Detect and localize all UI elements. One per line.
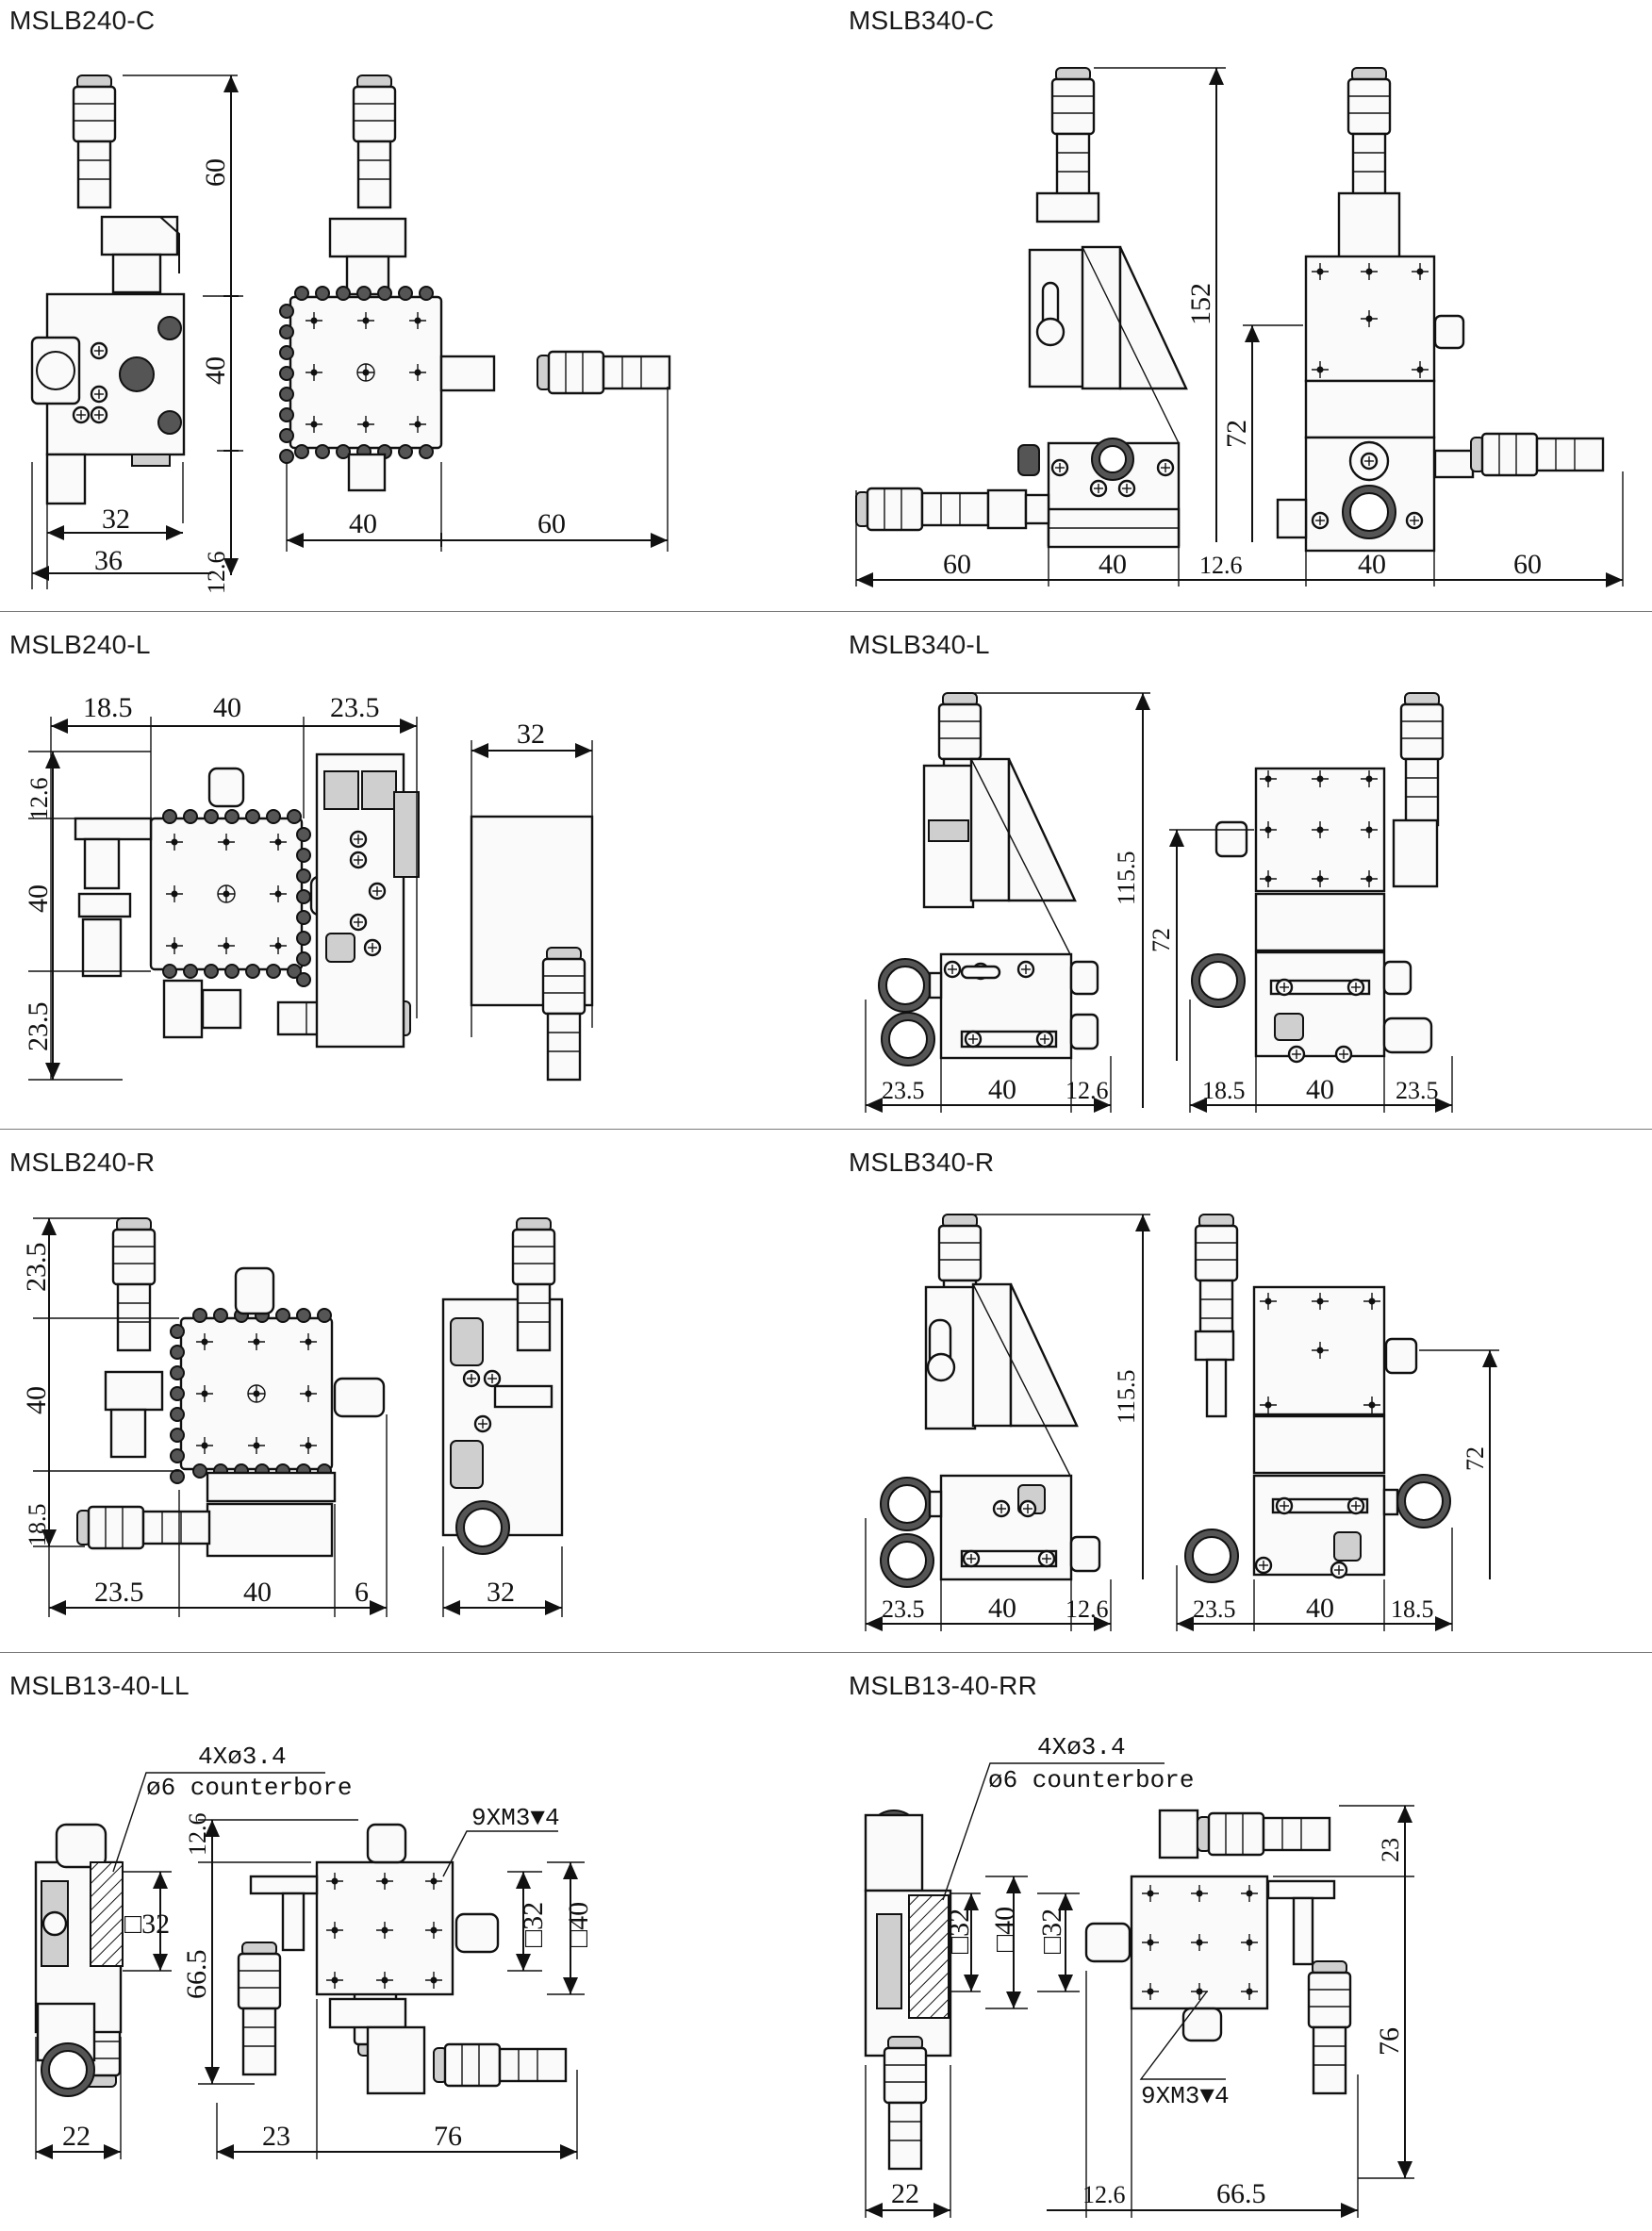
dim-text: 23.5 bbox=[330, 692, 380, 723]
dim-text: 12.6 bbox=[1066, 1077, 1109, 1104]
note-text: ø6 counterbore bbox=[988, 1766, 1194, 1794]
dim-text: □40 bbox=[563, 1902, 594, 1947]
dim-text: □32 bbox=[518, 1902, 549, 1947]
dim-text: 23.5 bbox=[882, 1077, 925, 1104]
dim-text: 12.6 bbox=[184, 1813, 211, 1857]
panel-title-mslb340-r: MSLB340-R bbox=[849, 1148, 995, 1177]
dim-text: 40 bbox=[21, 1386, 52, 1414]
dim-text: 23.5 bbox=[21, 1243, 52, 1293]
dim-text: 12.6 bbox=[1082, 2181, 1126, 2208]
dim-text: 40 bbox=[988, 1593, 1016, 1624]
dim-text: 32 bbox=[487, 1577, 515, 1608]
panel-title-mslb13-40-ll: MSLB13-40-LL bbox=[9, 1671, 190, 1700]
dim-text: 12.6 bbox=[203, 552, 230, 595]
dim-text: 22 bbox=[891, 2178, 919, 2209]
dim-text: □32 bbox=[1036, 1909, 1067, 1954]
dim-text: 40 bbox=[213, 692, 241, 723]
figure-mslb240-c: 60 40 32 36 12.6 40 60 bbox=[30, 74, 671, 595]
dim-text: 23.5 bbox=[882, 1595, 925, 1623]
dim-text: 40 bbox=[1358, 549, 1386, 580]
panel-title-mslb240-c: MSLB240-C bbox=[9, 6, 156, 35]
panel-title-mslb240-r: MSLB240-R bbox=[9, 1148, 156, 1177]
dim-text: 40 bbox=[23, 884, 54, 913]
figure-mslb340-c: 152 72 60 40 12.6 40 60 bbox=[854, 66, 1624, 587]
figure-mslb240-r: 23.5 40 18.5 23.5 40 6 32 bbox=[21, 1216, 564, 1617]
dim-text: 115.5 bbox=[1113, 1369, 1140, 1424]
dim-text: 60 bbox=[943, 549, 971, 580]
figure-mslb13-40-ll: □32 □32 □40 12.6 66.5 22 23 76 4Xø3.4 ø6… bbox=[34, 1743, 594, 2159]
dim-text: 23.5 bbox=[1193, 1595, 1236, 1623]
dim-text: 23 bbox=[1377, 1838, 1404, 1862]
dim-text: 72 bbox=[1462, 1446, 1489, 1471]
row-separator bbox=[0, 1129, 1652, 1130]
dim-text: 60 bbox=[200, 158, 231, 187]
dim-text: 60 bbox=[537, 508, 566, 539]
dim-text: 66.5 bbox=[181, 1950, 212, 2000]
dim-text: 72 bbox=[1148, 928, 1175, 952]
figure-mslb340-l: 115.5 72 23.5 40 12.6 18.5 40 23.5 bbox=[865, 691, 1453, 1113]
dim-text: □32 bbox=[124, 1909, 170, 1940]
row-separator bbox=[0, 611, 1652, 612]
dim-text: 40 bbox=[200, 356, 231, 385]
dim-text: 6 bbox=[355, 1577, 369, 1608]
dim-text: 40 bbox=[243, 1577, 272, 1608]
dim-text: 22 bbox=[62, 2121, 91, 2152]
dim-text: 40 bbox=[1306, 1074, 1334, 1105]
dim-text: 60 bbox=[1513, 549, 1542, 580]
dim-text: 18.5 bbox=[1391, 1595, 1434, 1623]
dim-text: 72 bbox=[1221, 420, 1252, 448]
dim-text: 23.5 bbox=[94, 1577, 144, 1608]
dim-text: 76 bbox=[1374, 2027, 1405, 2056]
dim-text: 76 bbox=[434, 2121, 462, 2152]
panel-title-mslb13-40-rr: MSLB13-40-RR bbox=[849, 1671, 1038, 1700]
dim-text: 23.5 bbox=[23, 1002, 54, 1052]
dim-text: 40 bbox=[349, 508, 377, 539]
panel-title-mslb340-c: MSLB340-C bbox=[849, 6, 995, 35]
dim-text: 18.5 bbox=[83, 692, 133, 723]
dim-text: 18.5 bbox=[24, 1504, 51, 1547]
dim-text: 23 bbox=[262, 2121, 290, 2152]
dim-text: 40 bbox=[988, 1074, 1016, 1105]
dim-text: 66.5 bbox=[1216, 2178, 1266, 2209]
panel-title-mslb340-l: MSLB340-L bbox=[849, 630, 990, 659]
dim-text: 18.5 bbox=[1202, 1077, 1246, 1104]
note-text: ø6 counterbore bbox=[146, 1774, 352, 1802]
note-text: 9XM3▼4 bbox=[471, 1804, 560, 1832]
dim-text: 36 bbox=[94, 545, 123, 576]
panel-title-mslb240-l: MSLB240-L bbox=[9, 630, 151, 659]
figure-mslb340-r: 115.5 72 23.5 40 12.6 23.5 40 18.5 bbox=[865, 1213, 1499, 1631]
dim-text: □40 bbox=[989, 1907, 1020, 1952]
dim-text: 115.5 bbox=[1113, 851, 1140, 905]
note-text: 4Xø3.4 bbox=[198, 1743, 287, 1771]
dim-text: 32 bbox=[102, 504, 130, 535]
figure-mslb240-l: 18.5 40 23.5 12.6 40 23.5 32 bbox=[23, 692, 594, 2089]
row-separator bbox=[0, 1652, 1652, 1653]
dim-text: 23.5 bbox=[1396, 1077, 1439, 1104]
dim-text: 32 bbox=[517, 719, 545, 750]
dim-text: 12.6 bbox=[1066, 1595, 1109, 1623]
dim-text: 40 bbox=[1099, 549, 1127, 580]
note-text: 9XM3▼4 bbox=[1141, 2082, 1230, 2110]
figure-mslb13-40-rr: □32 □40 □32 23 76 22 12.6 66.5 4Xø3.4 ø6… bbox=[864, 1733, 1414, 2218]
note-text: 4Xø3.4 bbox=[1037, 1733, 1126, 1761]
dim-text: 40 bbox=[1306, 1593, 1334, 1624]
dim-text: 12.6 bbox=[25, 778, 53, 821]
dim-text: □32 bbox=[944, 1909, 975, 1954]
dim-text: 152 bbox=[1185, 283, 1216, 325]
dim-text: 12.6 bbox=[1199, 552, 1243, 579]
